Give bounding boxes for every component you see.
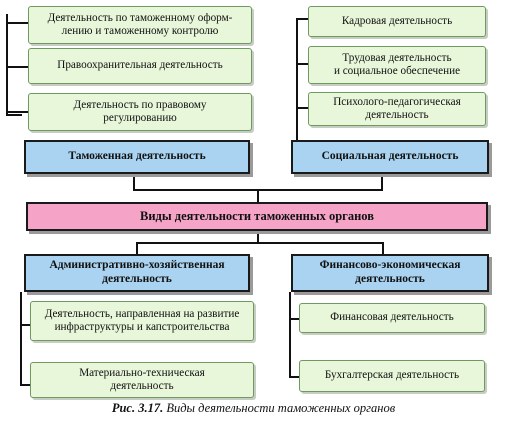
connector-line — [136, 242, 138, 254]
caption-text: Виды деятельности таможенных органов — [163, 401, 396, 415]
accounting-activity-box: Бухгалтерская деятельность — [299, 360, 485, 392]
hr-activity-box: Кадровая деятельность — [308, 6, 486, 37]
connector-line — [6, 111, 28, 113]
social-activity-box: Социальная деятельность — [291, 140, 489, 174]
connector-line — [6, 66, 28, 68]
connector-line — [289, 318, 299, 320]
admin-economic-box: Административно-хозяйственная деятельнос… — [24, 254, 250, 292]
connector-line — [296, 63, 308, 65]
material-technical-box: Материально-техническая деятельность — [30, 362, 254, 398]
finance-economic-box: Финансово-экономическая деятельность — [291, 254, 489, 292]
figure-caption: Рис. 3.17. Виды деятельности таможенных … — [0, 401, 507, 416]
connector-line — [257, 231, 259, 243]
customs-clearance-box: Деятельность по таможенному оформ- лению… — [28, 6, 252, 44]
connector-line — [381, 174, 383, 190]
connector-line — [133, 174, 135, 190]
connector-line — [20, 384, 30, 386]
connector-line — [296, 18, 298, 141]
connector-line — [296, 18, 308, 20]
connector-line — [20, 292, 22, 386]
law-enforcement-box: Правоохранительная деятельность — [28, 48, 252, 84]
connector-line — [6, 114, 22, 116]
connector-line — [6, 14, 8, 114]
infrastructure-box: Деятельность, направленная на развитие и… — [30, 301, 254, 341]
connector-line — [382, 242, 384, 254]
legal-regulation-box: Деятельность по правовому регулированию — [28, 93, 252, 131]
labor-social-box: Трудовая деятельность и социальное обесп… — [308, 46, 486, 84]
connector-line — [296, 107, 308, 109]
connector-line — [289, 292, 291, 378]
connector-line — [257, 189, 259, 202]
connector-line — [6, 22, 28, 24]
root-activities-box: Виды деятельности таможенных органов — [26, 202, 488, 231]
connector-line — [136, 242, 384, 244]
customs-activity-box: Таможенная деятельность — [24, 140, 250, 174]
financial-activity-box: Финансовая деятельность — [299, 303, 485, 333]
connector-line — [20, 324, 30, 326]
connector-line — [289, 376, 299, 378]
caption-number: Рис. 3.17. — [111, 401, 164, 415]
psych-pedagogical-box: Психолого-педагогическая деятельность — [308, 92, 486, 126]
